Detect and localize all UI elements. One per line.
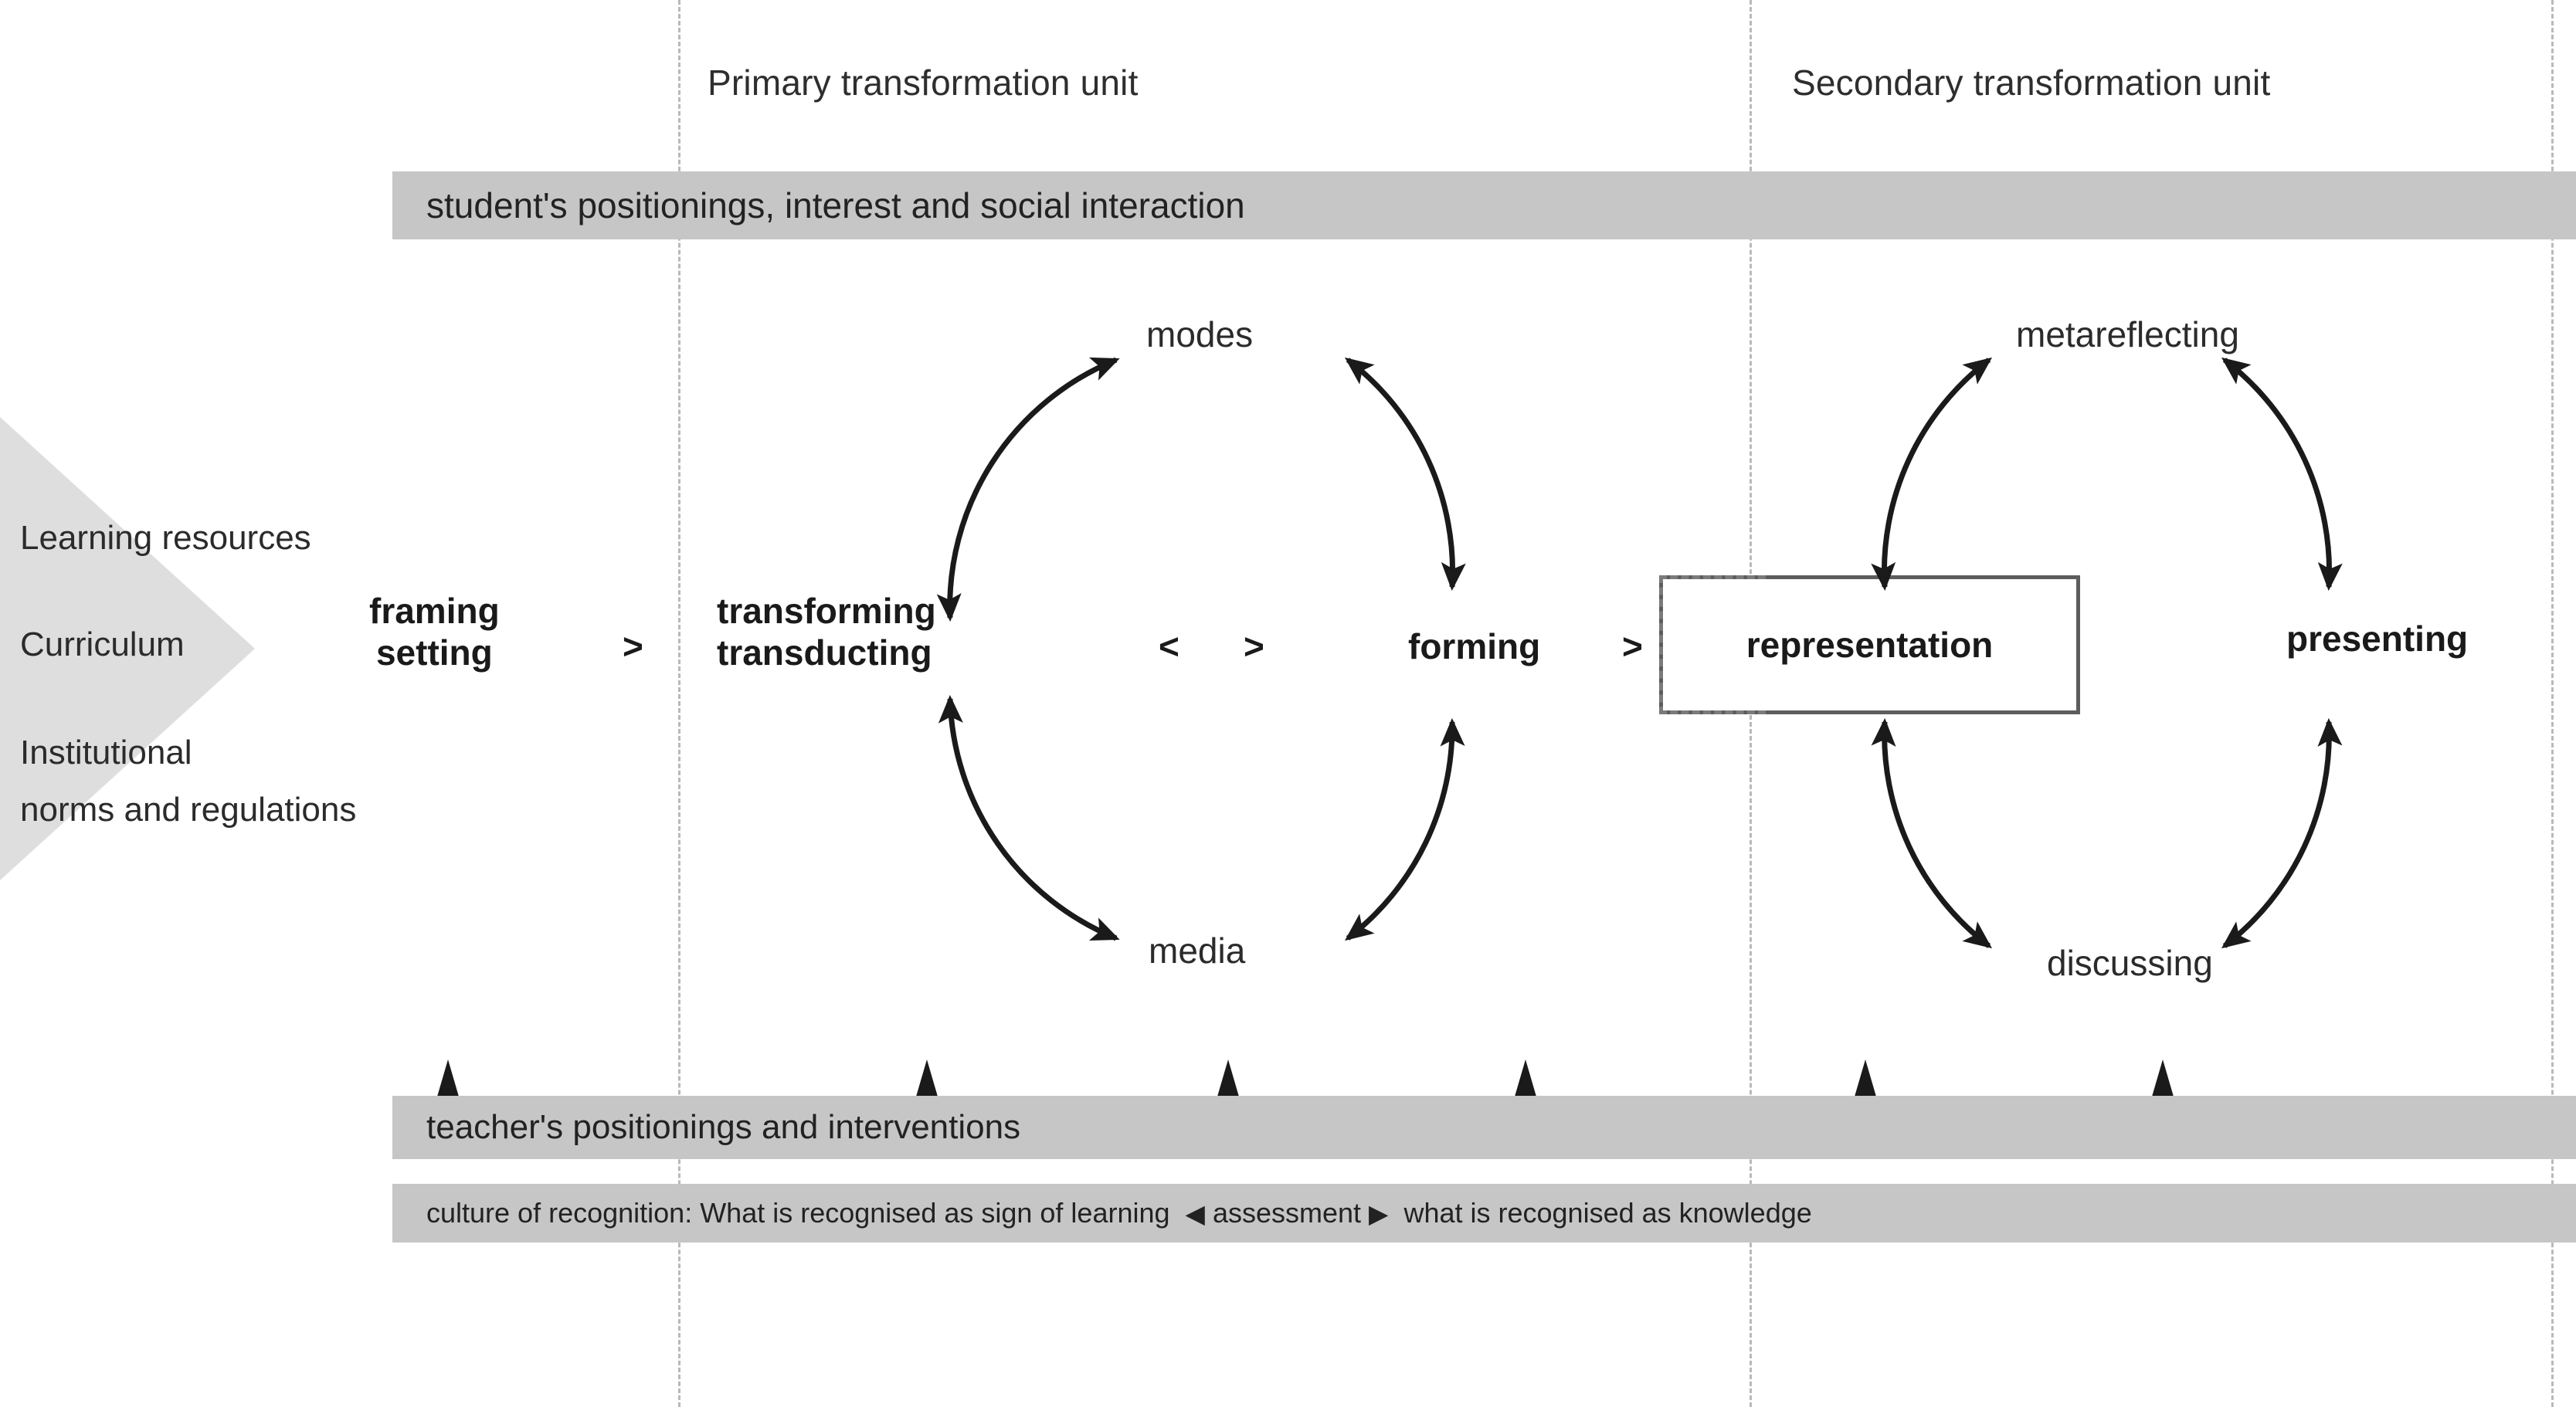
secondary-unit-title: Secondary transformation unit: [1792, 63, 2271, 103]
node-metareflecting: metareflecting: [2016, 314, 2239, 354]
chevron-left-icon-primary: <: [1159, 626, 1179, 666]
band-culture-label: culture of recognition: What is recognis…: [426, 1197, 1812, 1229]
arc-transforming-modes: [936, 357, 1120, 622]
arc-representation-metareflecting: [1871, 357, 1993, 592]
input-label-curriculum: Curriculum: [20, 626, 185, 663]
teacher-intervention-marker: [2152, 1059, 2174, 1097]
node-setting-label: setting: [375, 632, 493, 673]
chevron-right-icon-framing-to-transforming: >: [623, 626, 643, 666]
arc-presenting-discussing: [2221, 717, 2343, 949]
arc-modes-forming: [1344, 357, 1466, 592]
node-discussing: discussing: [2047, 943, 2213, 983]
arc-metareflecting-presenting: [2221, 357, 2343, 592]
representation-box: representation: [1659, 575, 2080, 714]
band-teacher-label: teacher's positionings and interventions: [426, 1108, 1021, 1146]
node-transforming-label: transforming: [717, 591, 936, 631]
chevron-right-icon-primary: >: [1244, 626, 1264, 666]
input-label-institutional-line2: norms and regulations: [20, 791, 357, 829]
culture-suffix-text: what is recognised as knowledge: [1403, 1197, 1812, 1229]
vertical-separator-primary: [678, 0, 680, 1407]
node-transducting-label: transducting: [717, 632, 932, 673]
node-media: media: [1149, 931, 1246, 971]
culture-middle-text: assessment: [1212, 1197, 1362, 1229]
chevron-right-icon-forming-to-representation: >: [1622, 626, 1643, 666]
teacher-intervention-marker: [1515, 1059, 1536, 1097]
node-modes: modes: [1146, 314, 1254, 354]
triangle-left-icon: ◀: [1185, 1199, 1205, 1228]
band-student-positionings: student's positionings, interest and soc…: [392, 171, 2576, 239]
band-teacher-positionings: teacher's positionings and interventions: [392, 1096, 2576, 1159]
node-transforming-transducting: transforming transducting: [717, 590, 936, 674]
primary-unit-title: Primary transformation unit: [708, 63, 1139, 103]
band-culture-of-recognition: culture of recognition: What is recognis…: [392, 1184, 2576, 1243]
teacher-intervention-marker: [1855, 1059, 1876, 1097]
node-presenting: presenting: [2286, 619, 2469, 659]
arc-media-transforming: [938, 694, 1120, 941]
node-forming: forming: [1408, 626, 1541, 666]
node-representation-label: representation: [1746, 625, 1994, 665]
arc-discussing-representation: [1871, 717, 1993, 949]
input-label-institutional-line1: Institutional: [20, 734, 192, 771]
teacher-intervention-marker: [437, 1059, 459, 1097]
node-framing-setting: framing setting: [369, 590, 500, 674]
input-label-learning-resources: Learning resources: [20, 519, 311, 557]
culture-prefix-text: culture of recognition: What is recognis…: [426, 1197, 1170, 1229]
vertical-separator-right: [2551, 0, 2554, 1407]
arc-forming-media: [1344, 717, 1465, 941]
representation-box-dashed-flap: [1659, 575, 1766, 714]
triangle-right-icon: ▶: [1369, 1199, 1389, 1228]
band-student-label: student's positionings, interest and soc…: [426, 185, 1245, 225]
teacher-intervention-marker: [916, 1059, 938, 1097]
node-framing-label: framing: [369, 591, 500, 631]
teacher-intervention-marker: [1217, 1059, 1239, 1097]
